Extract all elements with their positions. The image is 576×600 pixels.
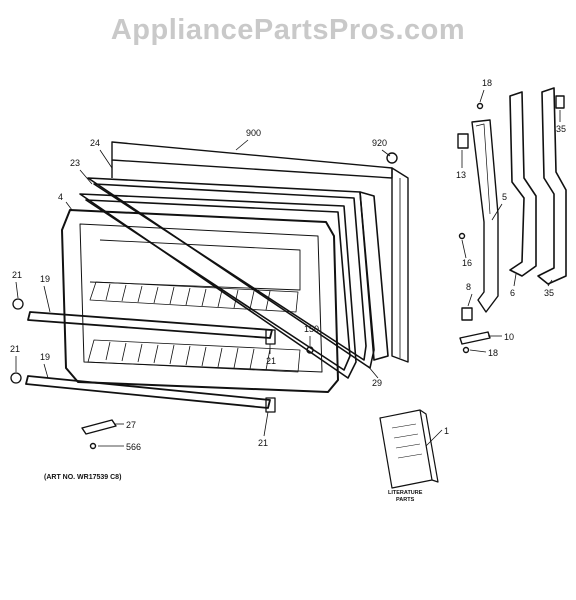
door-bar-upper [27, 311, 273, 339]
callout-13: 13 [456, 170, 466, 180]
callout-900: 900 [246, 128, 261, 138]
callout-18: 18 [482, 78, 492, 88]
part-8 [461, 307, 473, 321]
part-10 [459, 331, 491, 345]
callout-150: 150 [304, 324, 319, 334]
screw-566 [89, 442, 97, 450]
leader-line [467, 293, 473, 307]
handle-6 [509, 91, 537, 277]
callout-6: 6 [510, 288, 515, 298]
screw-18-bottom [462, 346, 470, 354]
callout-4: 4 [58, 192, 63, 202]
art-number: (ART NO. WR17539 C8) [44, 474, 122, 481]
leader-line [15, 281, 19, 299]
part-13 [457, 133, 469, 149]
leader-line [381, 149, 391, 157]
callout-19: 19 [40, 352, 50, 362]
callout-23: 23 [70, 158, 80, 168]
literature-booklet [379, 409, 439, 489]
upper-shelf [89, 281, 299, 313]
leader-line [43, 285, 51, 313]
callout-5: 5 [502, 192, 507, 202]
callout-35: 35 [556, 124, 566, 134]
literature-label-line2: PARTS [396, 497, 415, 503]
callout-24: 24 [90, 138, 100, 148]
part-150 [306, 346, 314, 354]
part-35-small [555, 95, 565, 109]
leader-line [461, 239, 467, 259]
leader-line [99, 149, 113, 169]
bar-end-caps [10, 298, 276, 413]
callout-35: 35 [544, 288, 554, 298]
screw-16 [458, 232, 466, 240]
callout-1: 1 [444, 426, 449, 436]
leader-line [235, 139, 249, 151]
bracket-27 [81, 419, 117, 435]
hinge-strap-5 [471, 119, 499, 313]
callout-920: 920 [372, 138, 387, 148]
leader-line [547, 279, 553, 287]
callout-21: 21 [266, 356, 276, 366]
lower-shelf [87, 339, 301, 373]
callout-8: 8 [466, 282, 471, 292]
callout-18: 18 [488, 348, 498, 358]
callout-21: 21 [12, 270, 22, 280]
callout-27: 27 [126, 420, 136, 430]
door-outer-panel [111, 141, 409, 363]
plug-920 [386, 152, 398, 164]
screw-18-top [476, 102, 484, 110]
watermark: AppliancePartsPros.com [110, 14, 466, 46]
handle-35 [537, 87, 567, 285]
literature-label-line1: LITERATURE [388, 490, 423, 496]
leader-line [43, 363, 49, 379]
callout-19: 19 [40, 274, 50, 284]
callout-21: 21 [10, 344, 20, 354]
callout-29: 29 [372, 378, 382, 388]
leader-line [367, 365, 379, 379]
callout-566: 566 [126, 442, 141, 452]
leader-line [479, 89, 485, 103]
leader-line [469, 349, 487, 353]
leader-line [65, 201, 73, 211]
callout-10: 10 [504, 332, 514, 342]
leader-line [425, 429, 443, 447]
leader-line [263, 411, 269, 437]
leader-line [79, 169, 93, 185]
callout-16: 16 [462, 258, 472, 268]
door-gasket [79, 177, 389, 379]
door-bar-lower [25, 375, 271, 409]
leader-line [491, 203, 503, 221]
leader-line [513, 273, 517, 287]
callout-21: 21 [258, 438, 268, 448]
